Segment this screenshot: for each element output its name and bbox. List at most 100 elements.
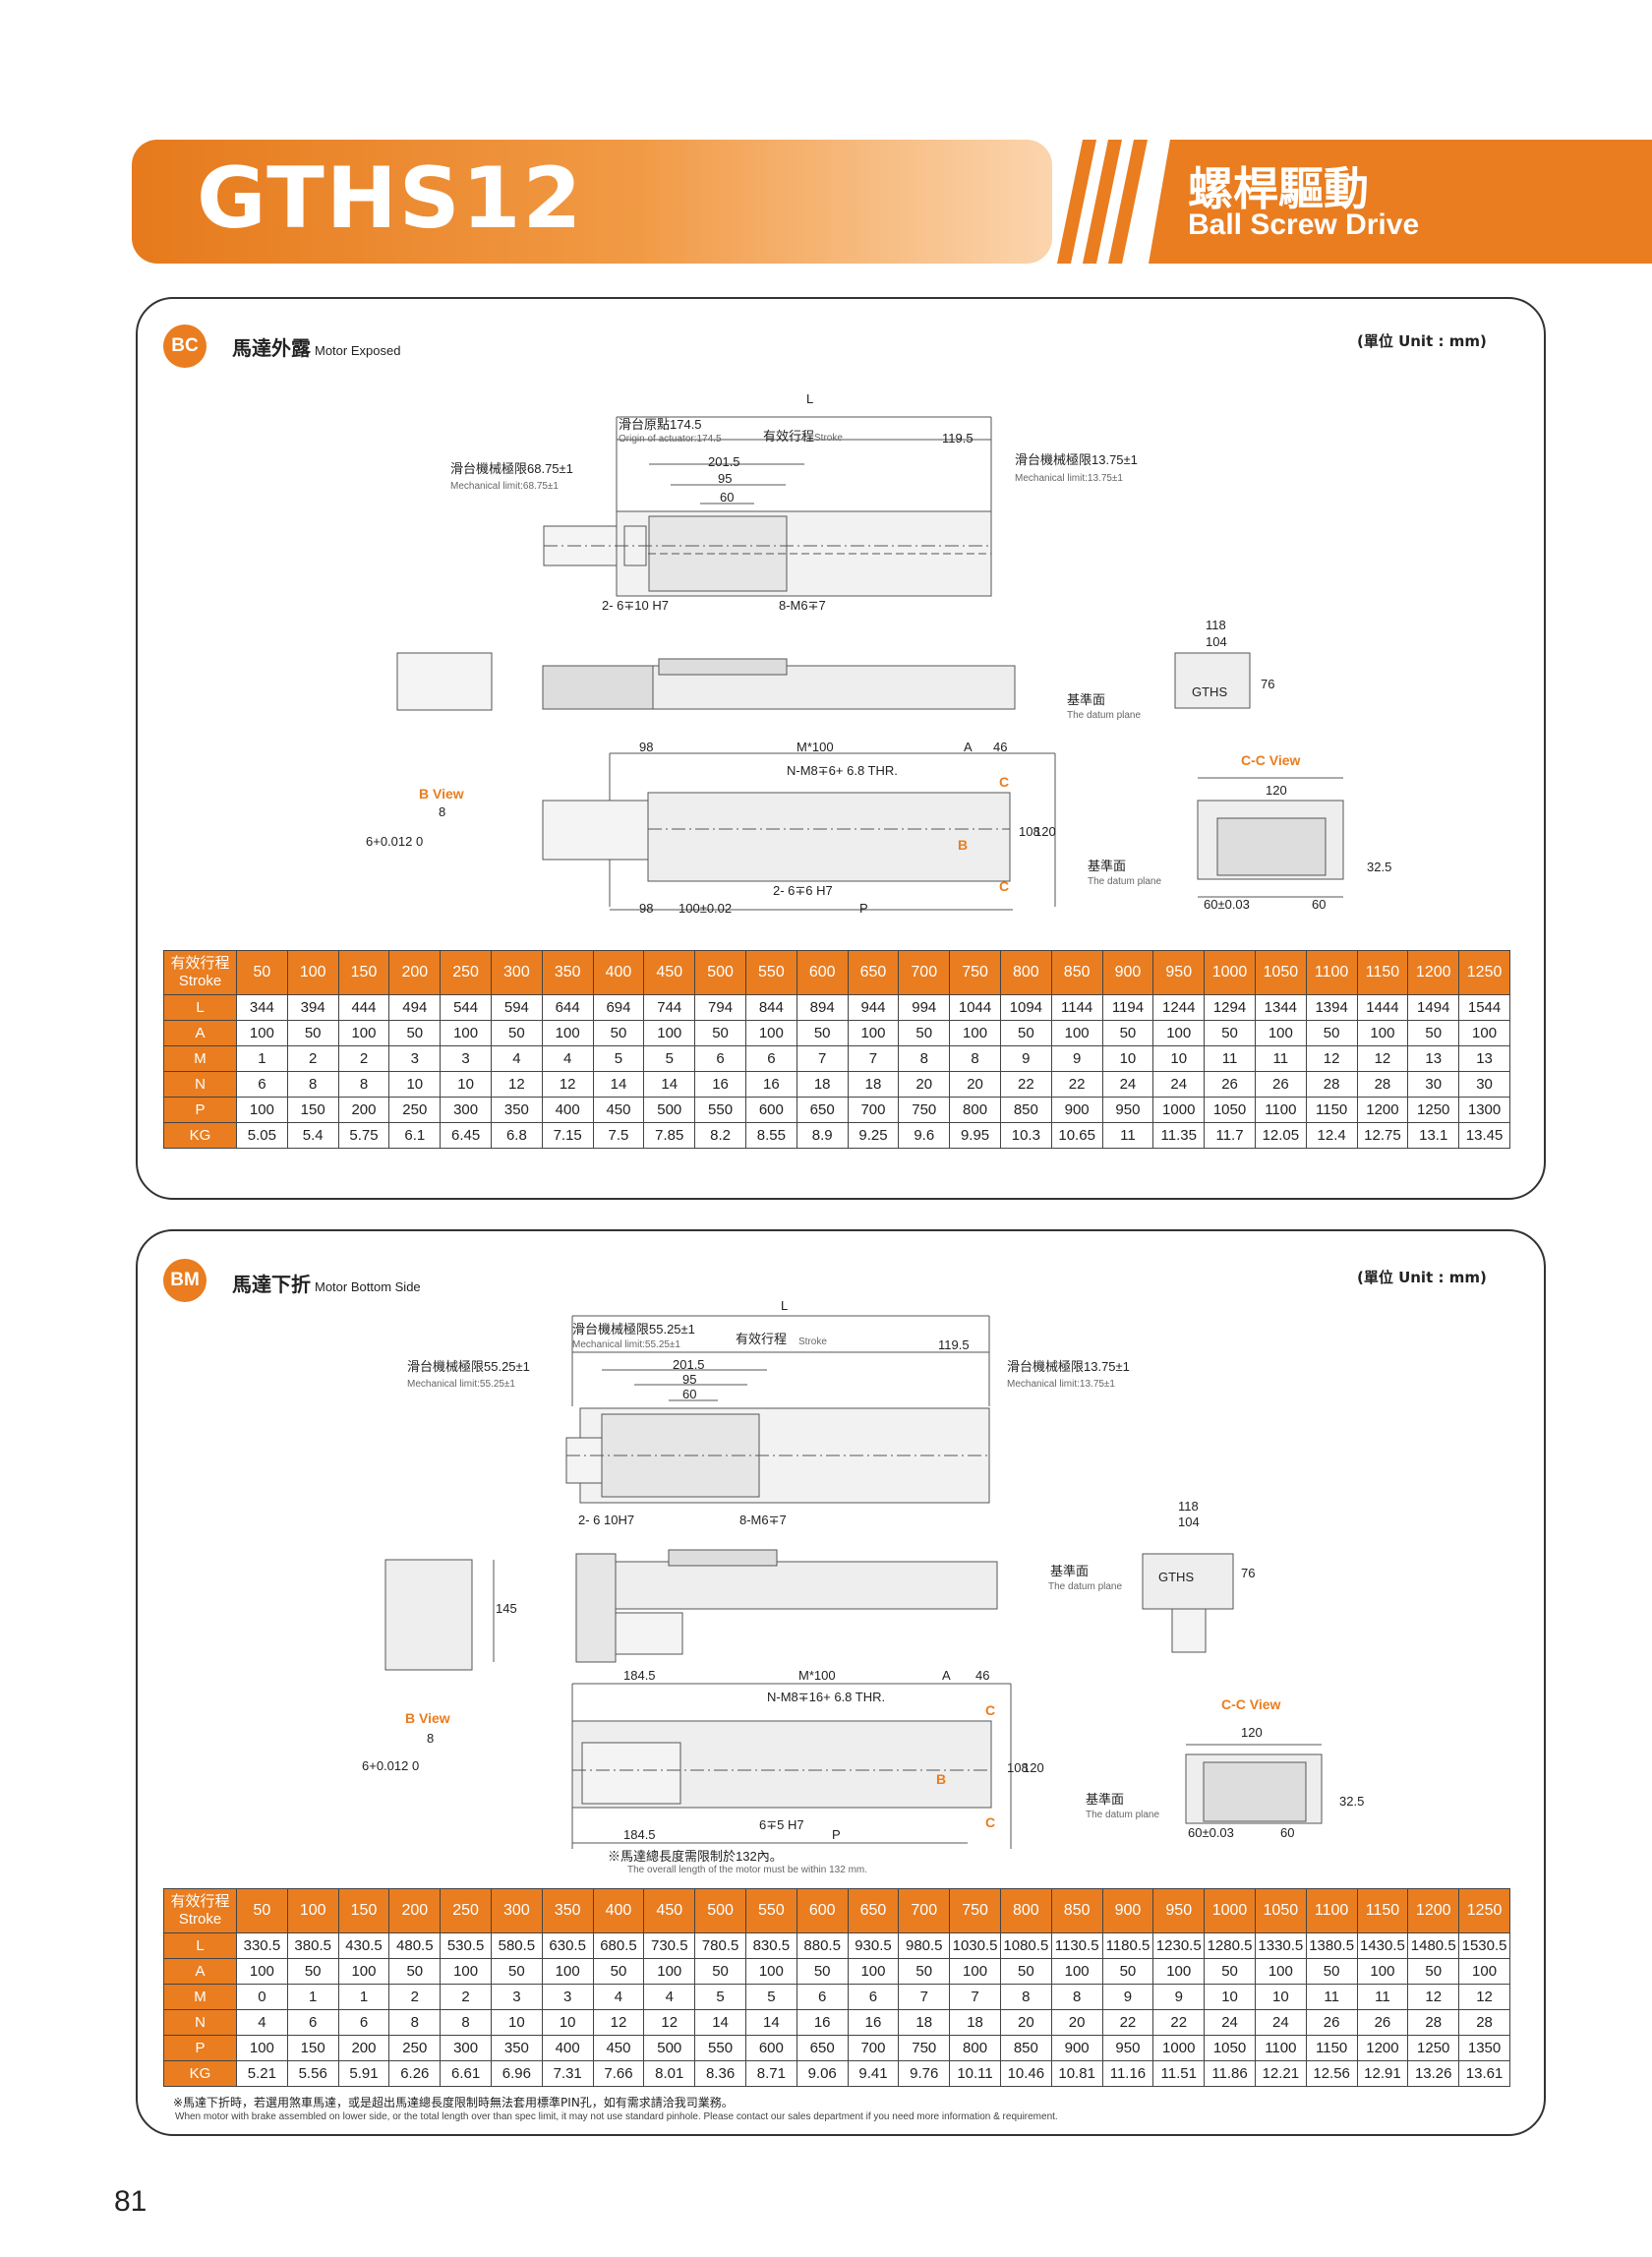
bm-mechR-cn: 滑台機械極限13.75±1 xyxy=(1007,1359,1130,1374)
table-cell: 50 xyxy=(999,1958,1052,1985)
stroke-cell: 300 xyxy=(490,1888,543,1933)
table-cell: 5.05 xyxy=(236,1122,288,1149)
header-right-en: Ball Screw Drive xyxy=(1188,208,1420,241)
table-cell: 50 xyxy=(592,1958,645,1985)
bm-dim-60: 60 xyxy=(682,1387,696,1401)
bc-dim-120: 120 xyxy=(1034,824,1056,839)
table-cell: 3 xyxy=(440,1045,492,1072)
bm-B: B xyxy=(936,1771,946,1787)
bm-mechL-cn: 滑台機械極限55.25±1 xyxy=(407,1359,530,1374)
table-cell: 6 xyxy=(796,1984,849,2010)
table-cell: 500 xyxy=(643,2035,696,2061)
table-cell: 394 xyxy=(286,994,339,1021)
row-label: M xyxy=(163,1984,237,2010)
table-cell: 50 xyxy=(388,1020,442,1046)
bm-ccview: C-C View xyxy=(1221,1696,1281,1712)
table-cell: 14 xyxy=(694,2009,746,2036)
bc-origin-en: Origin of actuator:174.5 xyxy=(619,434,722,445)
footnote-en: When motor with brake assembled on lower… xyxy=(175,2111,1058,2122)
table-cell: 50 xyxy=(1407,1020,1460,1046)
table-cell: 9 xyxy=(1152,1984,1206,2010)
bm-datum2-en: The datum plane xyxy=(1086,1810,1159,1820)
bc-dim-m100: M*100 xyxy=(796,740,834,754)
table-cell: 1130.5 xyxy=(1050,1932,1103,1959)
table-cell: 22 xyxy=(1050,1071,1103,1098)
bm-datum2-cn: 基準面 xyxy=(1086,1792,1124,1807)
row-label: N xyxy=(163,1071,237,1098)
table-cell: 5.91 xyxy=(337,2060,390,2087)
bc-cc60b: 60 xyxy=(1312,897,1326,912)
stroke-header-en: Stroke xyxy=(178,973,222,989)
table-cell: 3 xyxy=(541,1984,594,2010)
bm-dim-46: 46 xyxy=(975,1668,989,1683)
stroke-cell: 350 xyxy=(541,1888,594,1933)
stroke-header-en: Stroke xyxy=(178,1911,222,1928)
bm-dim-104: 104 xyxy=(1178,1515,1200,1529)
table-cell: 12.91 xyxy=(1356,2060,1409,2087)
table-cell: 12.56 xyxy=(1305,2060,1358,2087)
table-cell: 14 xyxy=(643,1071,696,1098)
table-cell: 20 xyxy=(949,1071,1001,1098)
table-cell: 50 xyxy=(1101,1958,1154,1985)
stroke-cell: 1050 xyxy=(1254,1888,1307,1933)
table-cell: 13 xyxy=(1458,1045,1510,1072)
table-cell: 6 xyxy=(847,1984,900,2010)
table-cell: 750 xyxy=(898,2035,951,2061)
table-cell: 5.21 xyxy=(236,2060,288,2087)
bm-tap-label: 8-M6∓7 xyxy=(739,1513,787,1527)
bc-dim-L: L xyxy=(806,391,813,406)
table-cell: 50 xyxy=(1305,1958,1358,1985)
table-cell: 7 xyxy=(898,1984,951,2010)
bc-pin-label: 2- 6∓10 H7 xyxy=(602,598,669,613)
table-cell: 7.31 xyxy=(541,2060,594,2087)
table-cell: 10.46 xyxy=(999,2060,1052,2087)
table-cell: 24 xyxy=(1254,2009,1307,2036)
table-cell: 694 xyxy=(592,994,645,1021)
table-cell: 11.86 xyxy=(1204,2060,1256,2087)
table-cell: 9 xyxy=(999,1045,1052,1072)
bm-nm8: N-M8∓16+ 6.8 THR. xyxy=(767,1690,885,1704)
stroke-cell: 400 xyxy=(592,1888,645,1933)
bc-title-cn: 馬達外露 xyxy=(232,336,311,360)
table-cell: 50 xyxy=(796,1020,849,1046)
table-cell: 5 xyxy=(694,1984,746,2010)
bm-mechL-en: Mechanical limit:55.25±1 xyxy=(407,1379,515,1390)
stroke-cell: 1250 xyxy=(1458,1888,1510,1933)
table-cell: 7.85 xyxy=(643,1122,696,1149)
table-cell: 8.9 xyxy=(796,1122,849,1149)
bm-dim-1195: 119.5 xyxy=(938,1337,970,1352)
stroke-cell: 1000 xyxy=(1204,1888,1256,1933)
table-cell: 8.01 xyxy=(643,2060,696,2087)
bc-datum2-en: The datum plane xyxy=(1088,876,1161,887)
bm-mechT-cn: 滑台機械極限55.25±1 xyxy=(572,1322,695,1336)
table-cell: 11 xyxy=(1254,1045,1307,1072)
table-cell: 430.5 xyxy=(337,1932,390,1959)
table-cell: 12.75 xyxy=(1356,1122,1409,1149)
table-cell: 100 xyxy=(949,1958,1001,1985)
header-right-cn: 螺桿驅動 xyxy=(1188,162,1369,215)
bm-stroke-en: Stroke xyxy=(798,1336,827,1347)
table-cell: 26 xyxy=(1254,1071,1307,1098)
table-cell: 26 xyxy=(1204,1071,1256,1098)
stroke-cell: 850 xyxy=(1050,950,1103,995)
stroke-cell: 1250 xyxy=(1458,950,1510,995)
table-cell: 6.8 xyxy=(490,1122,543,1149)
table-cell: 50 xyxy=(1407,1958,1460,1985)
table-cell: 700 xyxy=(847,2035,900,2061)
stroke-cell: 1150 xyxy=(1356,950,1409,995)
bc-dim-104: 104 xyxy=(1206,634,1227,649)
table-cell: 6.96 xyxy=(490,2060,543,2087)
bc-tap-label: 8-M6∓7 xyxy=(779,598,826,613)
table-cell: 100 xyxy=(1050,1020,1103,1046)
table-cell: 100 xyxy=(1356,1958,1409,1985)
table-cell: 3 xyxy=(490,1984,543,2010)
table-cell: 1 xyxy=(286,1984,339,2010)
table-cell: 20 xyxy=(1050,2009,1103,2036)
table-cell: 830.5 xyxy=(744,1932,797,1959)
